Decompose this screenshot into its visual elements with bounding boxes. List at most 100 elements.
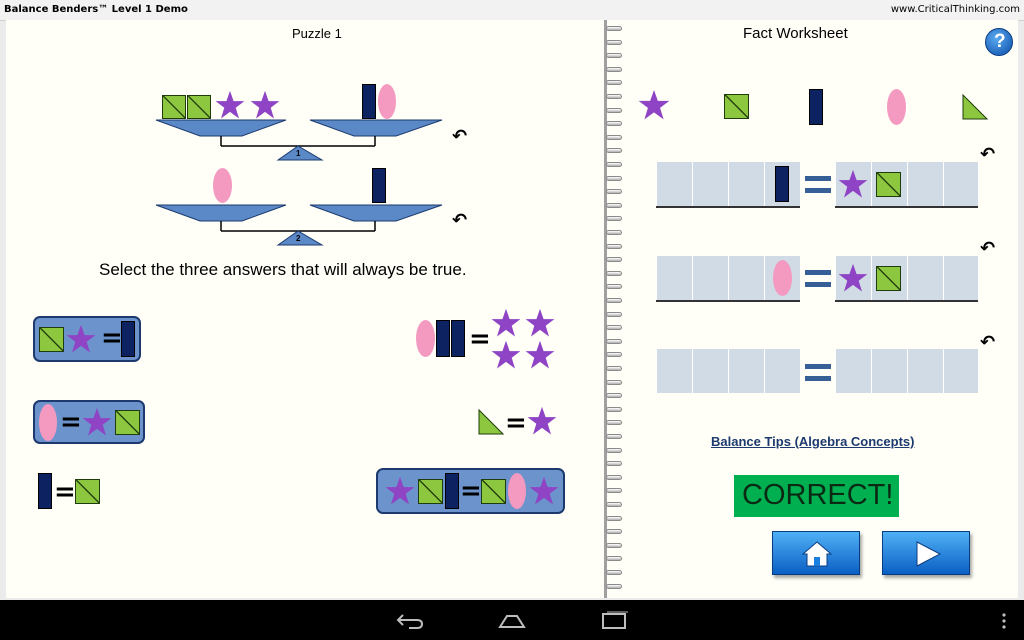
worksheet-cell[interactable] [943,162,978,206]
help-icon: ? [994,31,1006,52]
answer-option-a[interactable]: = [33,316,141,362]
spiral-ring [606,26,622,31]
answer-option-b[interactable]: = [33,400,145,444]
balance-equals-bottom [805,282,831,287]
spiral-ring [606,543,622,548]
undo-icon[interactable]: ↶ [452,126,468,147]
star-shape [526,406,558,436]
balance-equals-top [805,364,831,369]
bar-shape [121,321,135,357]
worksheet-cell[interactable] [907,162,943,206]
worksheet-cell[interactable] [835,349,871,393]
correct-banner: CORRECT! [734,475,899,517]
worksheet-cell[interactable] [907,256,943,300]
instruction-text: Select the three answers that will alway… [99,260,467,279]
spiral-ring [606,203,622,208]
spiral-ring [606,80,622,85]
bar-shape [451,320,465,357]
bar-shape [436,320,450,357]
star-palette-item[interactable] [637,89,671,121]
worksheet-cell[interactable] [871,349,907,393]
star-shape [837,263,869,293]
square-shape [39,327,64,352]
spiral-ring [606,284,622,289]
oval-palette-item[interactable] [887,89,906,125]
square-shape [481,479,506,504]
square-shape [418,479,443,504]
app-title: Balance Benders™ Level 1 Demo [4,4,188,15]
star-shape [214,90,246,120]
star-shape [384,476,416,506]
spiral-ring [606,53,622,58]
scale-1-label: 1 [296,149,301,158]
spiral-ring [606,448,622,453]
scale-2-beam [155,204,443,246]
play-icon [916,541,942,567]
star-shape [81,407,113,437]
spiral-ring [606,298,622,303]
oval-shape [416,320,435,357]
worksheet-cell[interactable] [907,349,943,393]
site-url: www.CriticalThinking.com [890,4,1020,15]
worksheet-cell[interactable] [692,256,728,300]
worksheet-cell[interactable] [656,256,692,300]
home-button[interactable] [772,531,860,575]
scale-1-beam [155,119,443,161]
row-underline-left [656,206,800,208]
notebook-spine [602,20,612,598]
square-palette-item[interactable] [724,94,749,119]
spiral-ring [606,352,622,357]
answer-option-d[interactable]: = [414,306,564,374]
spiral-ring [606,312,622,317]
star-shape [249,90,281,120]
star-shape [524,340,556,370]
equals-sign: = [505,408,527,438]
triangle-palette-item[interactable] [962,94,988,120]
star-shape [524,308,556,338]
spiral-ring [606,94,622,99]
balance-tips-link[interactable]: Balance Tips (Algebra Concepts) [711,434,915,449]
recents-icon[interactable] [600,611,630,631]
help-button[interactable]: ? [985,28,1013,56]
undo-icon[interactable]: ↶ [980,238,996,259]
spiral-ring [606,584,622,589]
spiral-ring [606,257,622,262]
spiral-ring [606,271,622,276]
spiral-ring [606,230,622,235]
row-underline-right [835,300,978,302]
answer-option-f[interactable]: = [376,468,565,514]
worksheet-cell[interactable] [764,349,800,393]
worksheet-cell[interactable] [728,162,764,206]
worksheet-cell[interactable] [692,349,728,393]
next-button[interactable] [882,531,970,575]
answer-option-e[interactable]: = [476,404,560,440]
star-shape [490,340,522,370]
undo-icon[interactable]: ↶ [980,332,996,353]
worksheet-cell[interactable] [728,256,764,300]
worksheet-cell[interactable] [656,162,692,206]
equals-sign: = [469,324,491,354]
worksheet-cell[interactable] [692,162,728,206]
worksheet-cell[interactable] [943,349,978,393]
menu-icon[interactable] [1000,612,1008,630]
answer-option-c[interactable]: = [36,472,102,510]
spiral-ring [606,475,622,480]
undo-icon[interactable]: ↶ [452,210,468,231]
worksheet-cell[interactable] [728,349,764,393]
scale-2-label: 2 [296,234,301,243]
bar-palette-item[interactable] [809,89,823,125]
title-bar: Balance Benders™ Level 1 Demo www.Critic… [0,0,1024,21]
worksheet-cell[interactable] [943,256,978,300]
balance-equals-top [805,176,831,181]
spiral-ring [606,570,622,575]
home-nav-icon[interactable] [497,612,527,630]
back-icon[interactable] [395,612,425,630]
balance-equals-bottom [805,376,831,381]
square-shape [162,95,186,119]
spiral-ring [606,461,622,466]
bar-shape [775,166,789,202]
undo-icon[interactable]: ↶ [980,144,996,165]
bar-shape [362,84,376,119]
equals-sign: = [60,407,82,437]
worksheet-cell[interactable] [656,349,692,393]
